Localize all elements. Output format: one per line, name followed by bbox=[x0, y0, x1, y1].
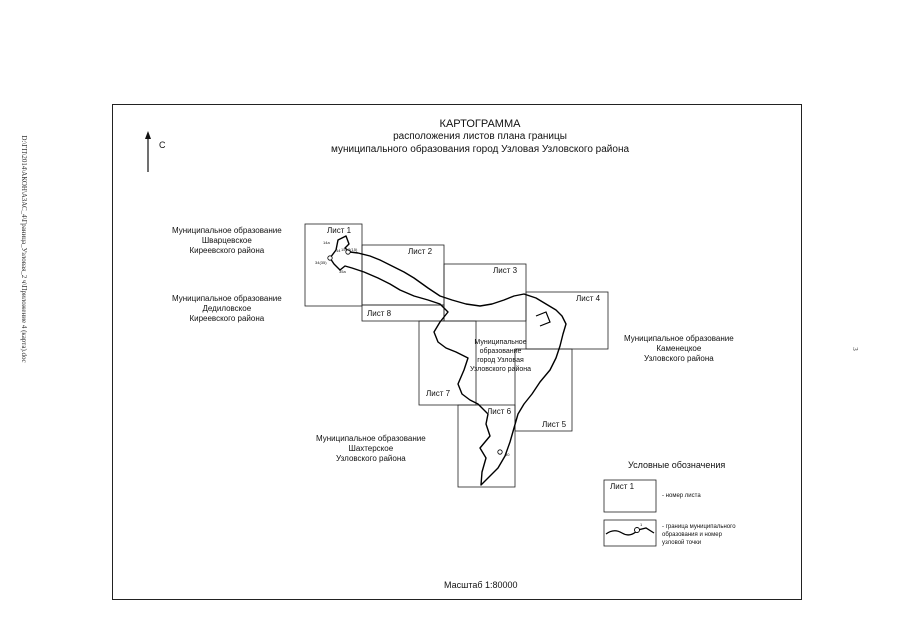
sheet-frame-6 bbox=[457, 404, 516, 488]
legend-boundary-point bbox=[634, 527, 640, 533]
sheet-label-6: Лист 6 bbox=[487, 407, 512, 416]
region-shvartsevskoe: Муниципальное образование Шварцевское Ки… bbox=[172, 226, 282, 255]
legend-title: Условные обозначения bbox=[628, 460, 726, 470]
legend-sheet-sample: Лист 1 bbox=[610, 482, 635, 491]
map-title: КАРТОГРАММА bbox=[439, 118, 521, 130]
point-label-34-35: 34(35) bbox=[315, 260, 327, 265]
map-frame bbox=[112, 104, 802, 600]
sheet-label-8: Лист 8 bbox=[367, 309, 392, 318]
legend-boundary-desc: - граница муниципального образования и н… bbox=[662, 524, 736, 546]
region-shakhterskoe: Муниципальное образование Шахтерское Узл… bbox=[316, 434, 426, 463]
north-label: С bbox=[159, 140, 166, 150]
sheet-label-5: Лист 5 bbox=[542, 420, 567, 429]
legend-point-number: 1 bbox=[640, 522, 643, 527]
map-subtitle-2: муниципального образования город Узловая… bbox=[330, 144, 630, 155]
sheet-label-4: Лист 4 bbox=[576, 294, 601, 303]
sheet-label-7: Лист 7 bbox=[426, 389, 451, 398]
point-label-14: 14 bbox=[336, 248, 341, 253]
region-uzlovaya: Муниципальное образование город Узловая … bbox=[470, 339, 532, 373]
point-label-80: 80 bbox=[505, 452, 510, 457]
point-label-2-15: 2(15) bbox=[348, 247, 358, 252]
map-scale: Масштаб 1:80000 bbox=[444, 580, 518, 590]
legend-sheet-desc: - номер листа bbox=[662, 493, 701, 499]
point-label-14a: 14а bbox=[323, 240, 330, 245]
legend-boundary-line bbox=[605, 527, 655, 536]
map-subtitle-1: расположения листов плана границы bbox=[393, 131, 567, 142]
legend-boundary-sample-frame bbox=[603, 519, 657, 547]
sheet-label-2: Лист 2 bbox=[408, 247, 433, 256]
sheet-label-3: Лист 3 bbox=[493, 266, 518, 275]
legend-sheet-sample-frame bbox=[603, 479, 657, 513]
node-point-2-15 bbox=[345, 249, 351, 255]
node-point-80 bbox=[497, 449, 503, 455]
sheet-frame-1 bbox=[304, 223, 363, 307]
node-point-34-35 bbox=[327, 255, 333, 261]
region-dedilovskoe: Муниципальное образование Дедиловское Ки… bbox=[172, 294, 282, 323]
sheet-frame-8 bbox=[361, 304, 445, 322]
point-label-15: 15 bbox=[341, 247, 346, 252]
point-label-35a: 35а bbox=[339, 269, 346, 274]
north-arrow-icon bbox=[145, 131, 151, 172]
sheet-label-1: Лист 1 bbox=[327, 226, 352, 235]
sheet-frame-5 bbox=[514, 348, 573, 432]
municipal-boundary bbox=[329, 235, 567, 486]
sheet-frame-7 bbox=[418, 320, 477, 406]
region-kamenetskoe: Муниципальное образование Каменецкое Узл… bbox=[624, 334, 734, 363]
